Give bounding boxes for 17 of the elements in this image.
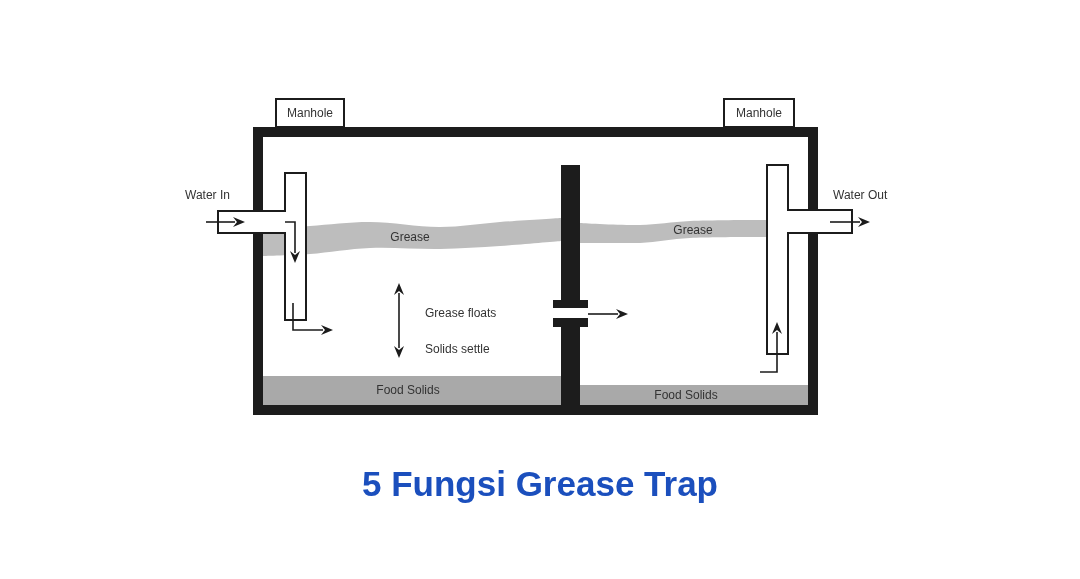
diagram-label: Water In <box>185 188 230 202</box>
layer-label: Food Solids <box>654 388 718 402</box>
manhole-box <box>275 98 345 128</box>
grease-layer <box>580 220 768 243</box>
sediment-layer <box>580 385 808 405</box>
layer-label: Food Solids <box>376 383 440 397</box>
manhole-label: Manhole <box>736 106 782 120</box>
diagram-label: Solids settle <box>425 342 490 356</box>
layer-label: Grease <box>673 223 713 237</box>
layer-label: Grease <box>390 230 430 244</box>
diagram-label: Water Out <box>833 188 888 202</box>
manhole-label: Manhole <box>287 106 333 120</box>
tank-wall <box>253 127 818 415</box>
diagram-title: 5 Fungsi Grease Trap <box>362 464 718 504</box>
sediment-layer <box>263 376 561 405</box>
diagram-label: Grease floats <box>425 306 497 320</box>
manhole-box <box>723 98 795 128</box>
